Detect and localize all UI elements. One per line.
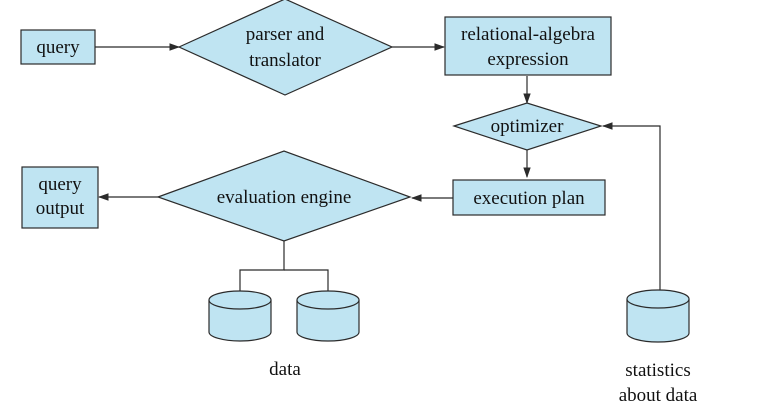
relalg-label-line1: relational-algebra bbox=[461, 24, 596, 45]
query-output-label-line2: output bbox=[36, 198, 85, 219]
edge-statistics-to-optimizer bbox=[601, 122, 661, 290]
relalg-label-line2: expression bbox=[487, 49, 569, 70]
query-node: query bbox=[20, 29, 96, 65]
parser-label-line2: translator bbox=[249, 50, 321, 71]
edge-engine-to-data-second bbox=[284, 269, 329, 291]
parser-translator-node: parser and translator bbox=[177, 0, 394, 96]
data-store-2 bbox=[296, 290, 360, 342]
data-label: data bbox=[269, 359, 301, 380]
evaluation-engine-label: evaluation engine bbox=[217, 187, 352, 208]
evaluation-engine-node: evaluation engine bbox=[156, 150, 412, 242]
parser-label-line1: parser and bbox=[246, 24, 325, 45]
execution-plan-node: execution plan bbox=[452, 179, 606, 216]
optimizer-label: optimizer bbox=[491, 116, 564, 137]
query-output-label-line1: query bbox=[38, 174, 82, 195]
statistics-label-line1: statistics bbox=[625, 360, 690, 381]
statistics-store bbox=[626, 289, 690, 343]
relational-algebra-node: relational-algebra expression bbox=[444, 16, 612, 76]
optimizer-node: optimizer bbox=[452, 102, 603, 151]
statistics-label-line2: about data bbox=[619, 385, 698, 406]
query-label: query bbox=[36, 37, 80, 58]
execution-plan-label: execution plan bbox=[473, 188, 585, 209]
edge-engine-to-data bbox=[239, 240, 285, 291]
query-output-node: query output bbox=[21, 166, 99, 229]
data-store-1 bbox=[208, 290, 272, 342]
